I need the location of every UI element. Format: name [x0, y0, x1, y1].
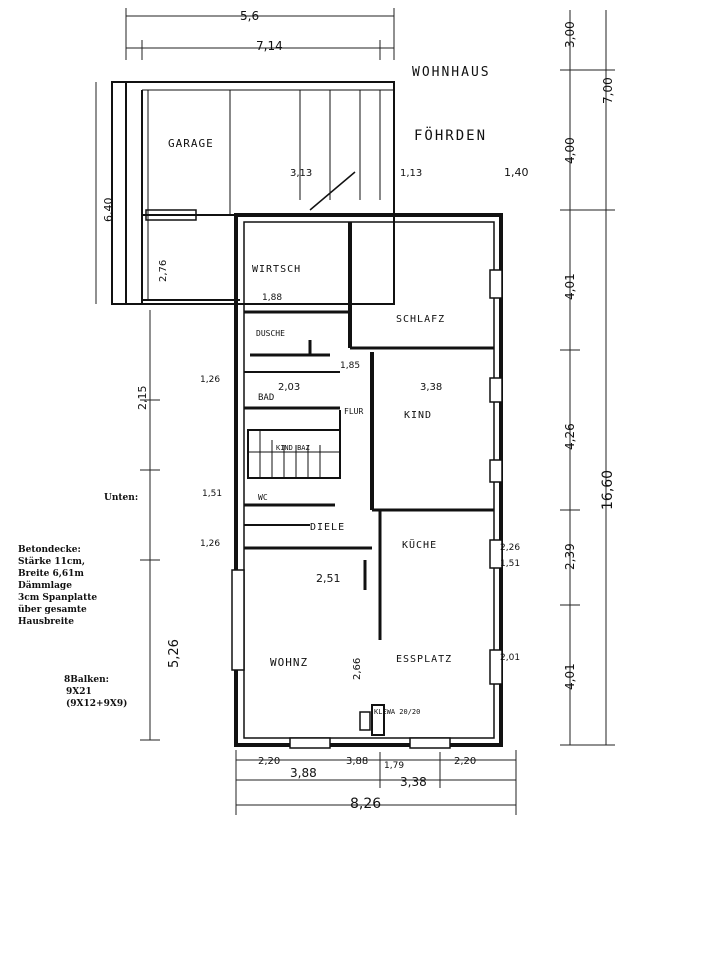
room-bad: BAD	[258, 393, 274, 403]
house-title: WOHNHAUS	[412, 65, 491, 80]
room-kind-baz: KIND BAZ	[276, 444, 310, 452]
dim-top-3: 3,00	[563, 21, 577, 48]
dim-inner-l: 1,51	[500, 559, 520, 569]
dim-inner-f: 1,85	[340, 361, 360, 371]
dim-right-4: 16,60	[600, 470, 616, 510]
note-beton-5: über gesamte	[18, 604, 87, 615]
room-garage: GARAGE	[168, 137, 214, 150]
room-kind: KIND	[404, 410, 432, 421]
dim-bottom-2: 3,38	[400, 775, 427, 789]
room-diele: DIELE	[310, 522, 345, 533]
dim-inner-d: 2,66	[352, 658, 363, 680]
dimension-lines	[95, 8, 615, 815]
note-balken-1: 9X21	[66, 687, 92, 697]
note-beton-2: Breite 6,61m	[18, 569, 84, 579]
dim-inner-j: 1,51	[202, 489, 222, 499]
dim-right-1: 4,01	[563, 273, 577, 300]
dim-bottom-3: 8,26	[350, 796, 381, 812]
dim-inner-k: 2,26	[500, 543, 520, 553]
room-schlafz: SCHLAFZ	[396, 314, 445, 325]
dim-inner-a: 2,03	[278, 382, 300, 393]
dim-left-4: 6,40	[102, 198, 115, 223]
dim-left-2: 5,26	[167, 639, 182, 668]
garage-structure	[111, 81, 395, 305]
dim-right-2: 4,26	[563, 423, 577, 450]
kamin-label: KLEWA 20/20	[374, 708, 420, 716]
dim-bottom-7: 1,79	[384, 761, 404, 771]
dim-top-4: 7,00	[601, 77, 615, 104]
dim-bottom-4: 2,20	[258, 756, 280, 767]
room-wirtsch: WIRTSCH	[252, 264, 301, 275]
note-beton-3: Dämmlage	[18, 580, 72, 591]
labels: 5,6 7,14 3,00 7,00 4,00 1,40 WOHNHAUS FÖ…	[18, 9, 616, 812]
dim-top-1: 5,6	[240, 9, 259, 23]
dim-right-5: 4,01	[563, 663, 577, 690]
interior-walls	[231, 222, 503, 749]
note-beton-6: Hausbreite	[18, 617, 74, 627]
dim-left-1: 2,15	[136, 386, 149, 411]
note-beton-1: Stärke 11cm,	[18, 556, 85, 567]
dim-inner-b: 3,38	[420, 382, 442, 393]
dim-inner-c: 2,51	[316, 572, 341, 585]
dim-top-6: 1,40	[504, 166, 529, 179]
place-name: FÖHRDEN	[414, 126, 487, 144]
dim-right-3: 2,39	[563, 543, 577, 570]
dim-inner-m: 2,01	[500, 653, 520, 663]
room-dusche: DUSCHE	[256, 329, 285, 338]
dim-inner-n: 1,26	[200, 539, 220, 549]
dim-left-3: 2,76	[158, 260, 169, 282]
dim-top-5: 4,00	[563, 137, 577, 164]
dim-bottom-6: 3,88	[346, 756, 368, 767]
room-flur: FLUR	[344, 407, 363, 416]
note-unten: Unten:	[104, 493, 138, 503]
room-wohnz: WOHNZ	[270, 656, 308, 669]
room-essplatz: ESSPLATZ	[396, 654, 452, 665]
note-beton-4: 3cm Spanplatte	[18, 593, 97, 603]
dim-inner-i: 1,26	[200, 375, 220, 385]
dim-inner-g: 1,13	[400, 168, 422, 179]
room-wc: WC	[258, 493, 268, 502]
dim-inner-h: 3,13	[290, 168, 312, 179]
dim-bottom-5: 2,20	[454, 756, 476, 767]
room-kueche: KÜCHE	[402, 538, 437, 551]
dim-top-2: 7,14	[256, 39, 283, 53]
dim-bottom-1: 3,88	[290, 766, 317, 780]
note-beton-0: Betondecke:	[18, 545, 81, 555]
note-balken-2: (9X12+9X9)	[66, 698, 127, 709]
note-balken-0: 8Balken:	[64, 675, 109, 685]
dim-inner-e: 1,88	[262, 293, 282, 303]
